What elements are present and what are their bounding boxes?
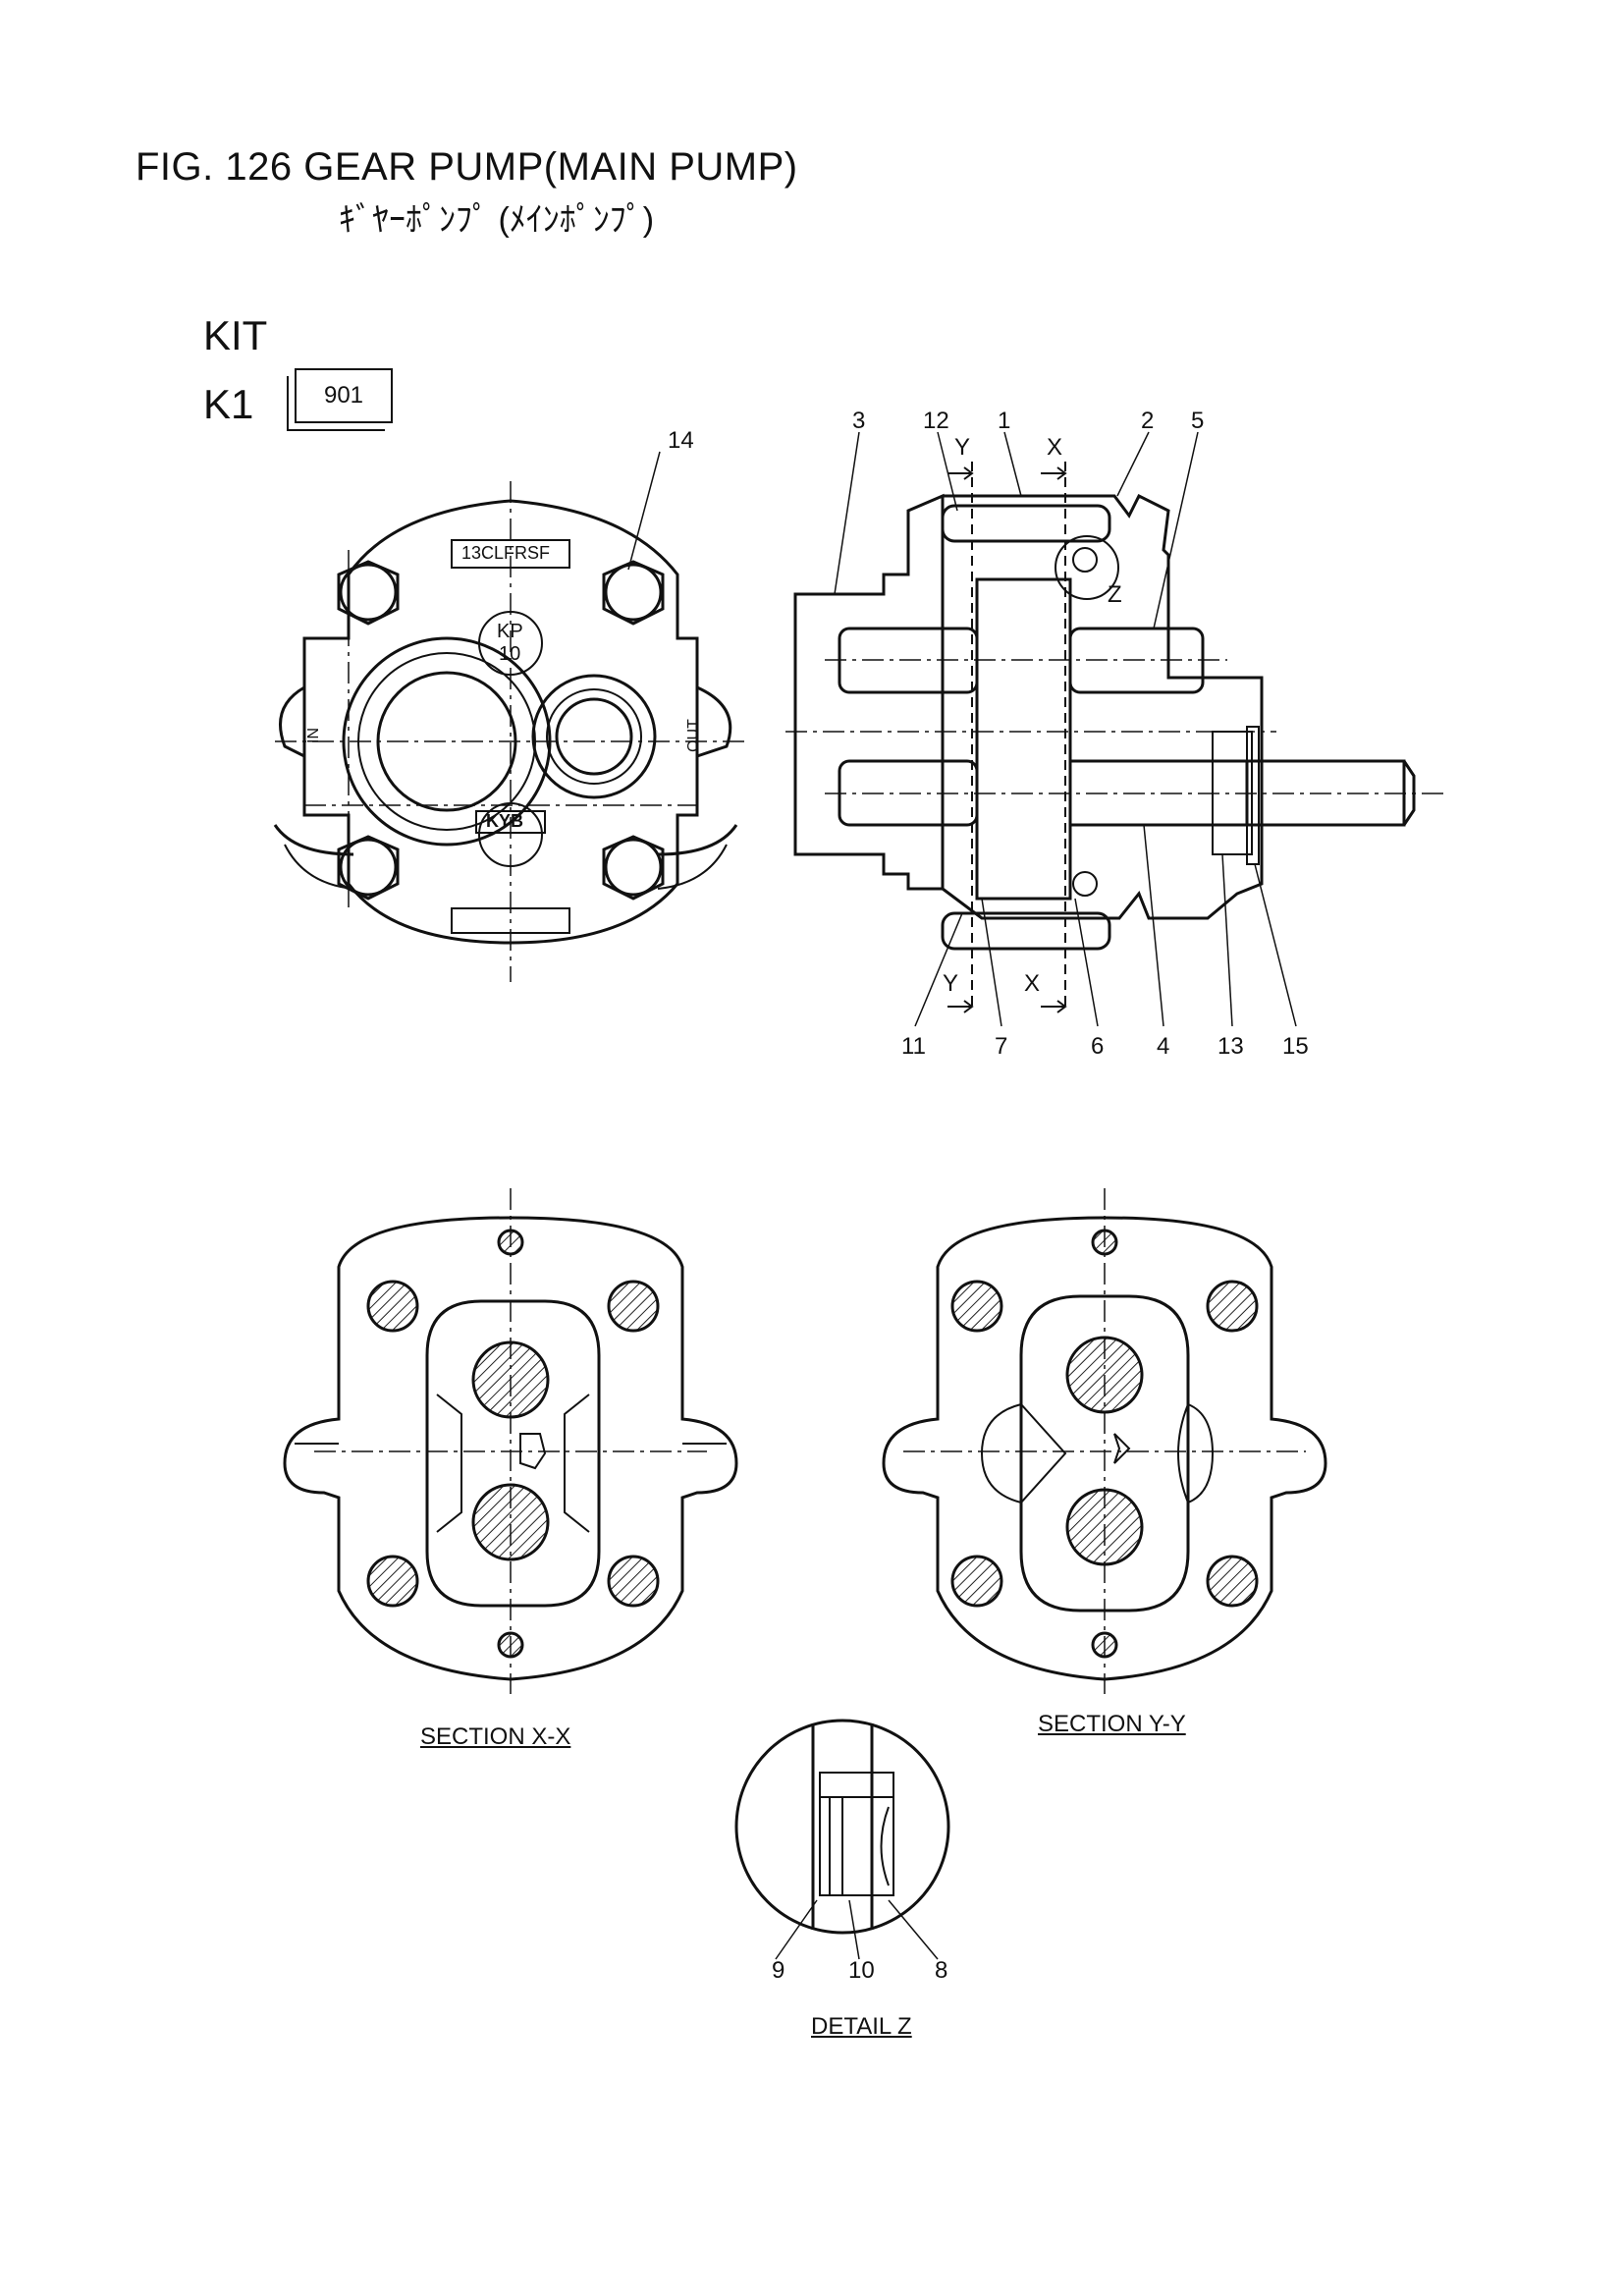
callout-4: 4 bbox=[1157, 1033, 1170, 1060]
bolt-head-tl bbox=[337, 560, 400, 626]
figure-subtitle: ｷﾞﾔｰﾎﾟﾝﾌﾟ (ﾒｲﾝﾎﾟﾝﾌﾟ) bbox=[339, 201, 655, 239]
figure-title: FIG. 126 GEAR PUMP(MAIN PUMP) bbox=[135, 145, 798, 189]
kit-code: K1 bbox=[203, 381, 254, 427]
callout-6: 6 bbox=[1091, 1033, 1105, 1060]
bolt-head-br bbox=[602, 835, 665, 901]
port-in-label: IN bbox=[305, 728, 322, 743]
callout-8: 8 bbox=[935, 1957, 948, 1984]
caption-section-xx: SECTION X-X bbox=[420, 1723, 571, 1750]
kp-badge-top: KP bbox=[497, 621, 523, 642]
callout-14: 14 bbox=[668, 427, 694, 454]
callout-11: 11 bbox=[901, 1033, 926, 1060]
bolt-head-tr bbox=[602, 560, 665, 626]
bolt-head-bl bbox=[337, 835, 400, 901]
callout-13: 13 bbox=[1217, 1033, 1244, 1060]
callout-10: 10 bbox=[848, 1957, 875, 1984]
caption-detail-z: DETAIL Z bbox=[811, 2013, 912, 2040]
kyb-logo: KYB bbox=[486, 811, 524, 831]
nameplate-text: 13CLFRSF bbox=[461, 543, 551, 563]
callout-15: 15 bbox=[1282, 1033, 1309, 1060]
section-yy-view bbox=[882, 1188, 1327, 1694]
port-out-label: OUT bbox=[684, 719, 702, 752]
kit-heading: KIT bbox=[203, 312, 268, 358]
callout-5: 5 bbox=[1191, 408, 1205, 434]
callout-12: 12 bbox=[923, 408, 949, 434]
section-mark-x-bottom: X bbox=[1024, 970, 1041, 997]
callout-7: 7 bbox=[995, 1033, 1008, 1060]
section-mark-y-top: Y bbox=[954, 434, 971, 461]
detail-mark-z: Z bbox=[1108, 581, 1122, 608]
side-section-view bbox=[627, 431, 1443, 1027]
detail-z-view bbox=[734, 1719, 950, 1960]
callout-2: 2 bbox=[1141, 408, 1155, 434]
front-view bbox=[273, 481, 746, 982]
section-mark-x-top: X bbox=[1047, 434, 1063, 461]
kp-badge-bottom: 10 bbox=[499, 643, 521, 665]
callout-9: 9 bbox=[772, 1957, 785, 1984]
kit-number-box: 901 bbox=[295, 368, 393, 423]
callout-1: 1 bbox=[998, 408, 1011, 434]
section-mark-y-bottom: Y bbox=[943, 970, 959, 997]
callout-3: 3 bbox=[852, 408, 866, 434]
caption-section-yy: SECTION Y-Y bbox=[1038, 1711, 1186, 1737]
section-xx-view bbox=[283, 1188, 738, 1694]
